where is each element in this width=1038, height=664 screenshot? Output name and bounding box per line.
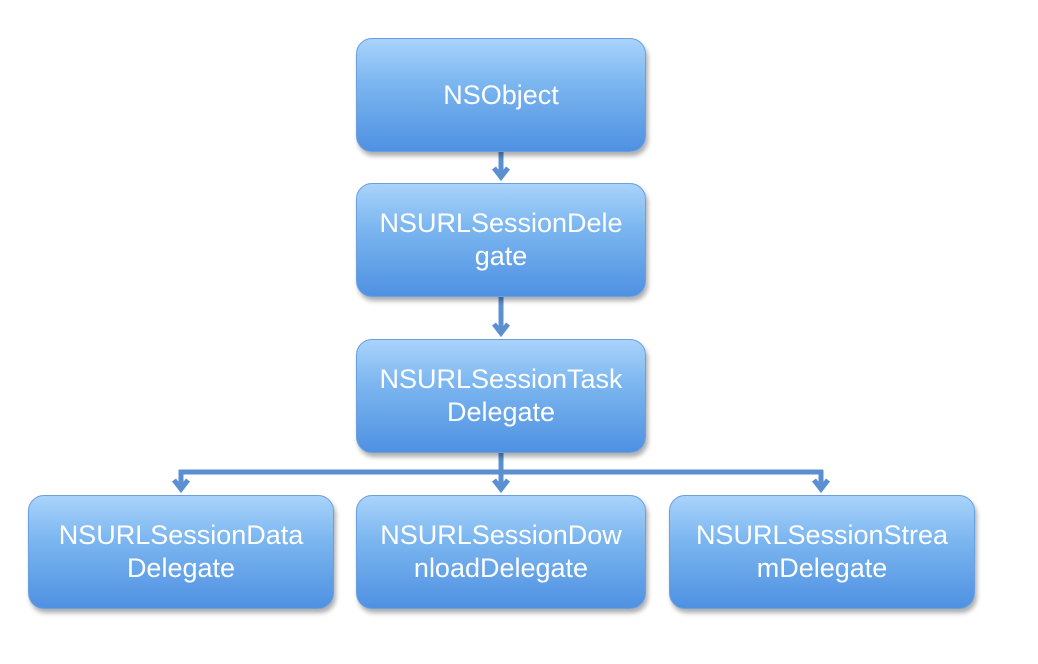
node-nsurlsession-delegate-label: NSURLSessionDele gate [379,207,622,273]
edge-task-delegate-to-stream-delegate [812,470,830,494]
node-nsurlsession-download-delegate-line-2: nloadDelegate [413,553,589,583]
node-nsurlsession-task-delegate-label: NSURLSessionTask Delegate [379,363,622,429]
edge-task-delegate-branch [179,453,823,475]
node-nsurlsession-data-delegate-line-2: Delegate [126,553,236,583]
node-nsurlsession-delegate: NSURLSessionDele gate [356,183,646,297]
node-nsurlsession-delegate-line-2: gate [474,241,528,271]
edge-nsobject-to-session-delegate [492,152,510,182]
node-nsurlsession-download-delegate-label: NSURLSessionDow nloadDelegate [380,519,622,585]
node-nsurlsession-data-delegate: NSURLSessionData Delegate [28,495,334,609]
node-nsobject-label: NSObject [443,79,559,112]
node-nsurlsession-data-delegate-line-1: NSURLSessionData [58,520,304,551]
edge-task-delegate-to-download-delegate [492,470,510,494]
node-nsurlsession-stream-delegate-label: NSURLSessionStrea mDelegate [696,519,948,585]
edge-task-delegate-to-data-delegate [172,470,190,494]
node-nsurlsession-task-delegate: NSURLSessionTask Delegate [356,339,646,453]
node-nsurlsession-task-delegate-line-2: Delegate [446,397,556,427]
node-nsurlsession-download-delegate-line-1: NSURLSessionDow [380,520,622,551]
node-nsobject: NSObject [356,38,646,152]
node-nsurlsession-stream-delegate-line-1: NSURLSessionStrea [695,520,949,551]
node-nsurlsession-data-delegate-label: NSURLSessionData Delegate [59,519,304,585]
node-nsurlsession-download-delegate: NSURLSessionDow nloadDelegate [356,495,646,609]
node-nsurlsession-task-delegate-line-1: NSURLSessionTask [379,364,623,395]
node-nsurlsession-stream-delegate: NSURLSessionStrea mDelegate [669,495,975,609]
node-nsobject-line-1: NSObject [443,79,559,110]
edge-session-delegate-to-task-delegate [492,297,510,338]
node-nsurlsession-stream-delegate-line-2: mDelegate [756,553,888,583]
node-nsurlsession-delegate-line-1: NSURLSessionDele [379,208,623,239]
